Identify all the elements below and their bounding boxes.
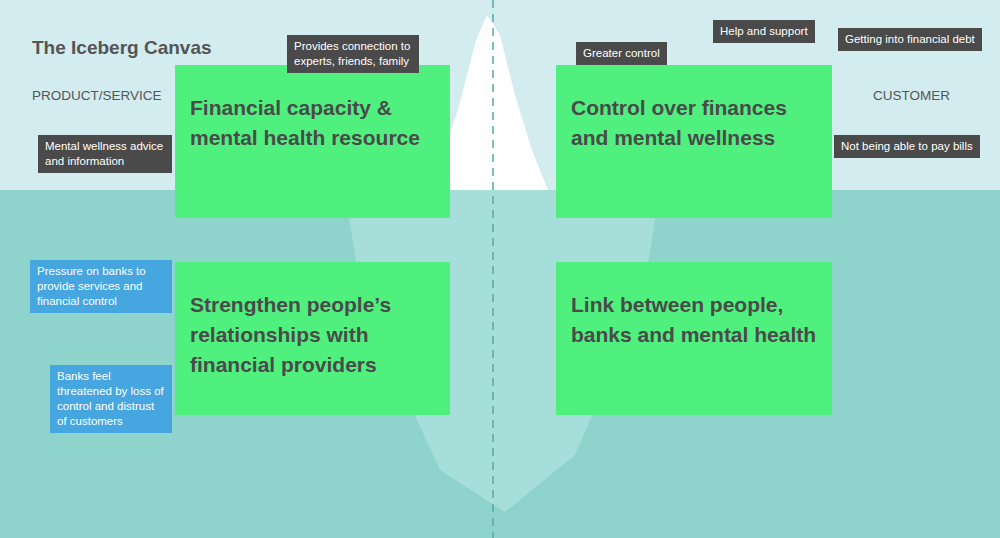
note-text: Greater control — [583, 46, 660, 61]
note-text: Banks feel threatened by loss of control… — [57, 369, 165, 429]
sky — [0, 0, 1000, 190]
note-text: Help and support — [720, 24, 808, 39]
note-text: Not being able to pay bills — [841, 139, 973, 154]
sticky-note: Pressure on banks to provide services an… — [30, 260, 172, 313]
sticky-note: Provides connection to experts, friends,… — [287, 35, 419, 73]
divider-line — [492, 0, 494, 538]
sticky-note: Getting into financial debt — [838, 28, 982, 51]
column-heading: PRODUCT/SERVICE — [32, 88, 162, 103]
column-heading: CUSTOMER — [873, 88, 950, 103]
insight-box: Control over finances and mental wellnes… — [556, 65, 832, 218]
note-text: Provides connection to experts, friends,… — [294, 39, 412, 69]
insight-box: Strengthen people’s relationships with f… — [175, 262, 450, 415]
insight-box: Link between people, banks and mental he… — [556, 262, 832, 415]
water — [0, 190, 1000, 538]
box-text: Strengthen people’s relationships with f… — [190, 290, 436, 380]
sticky-note: Help and support — [713, 20, 815, 43]
box-text: Control over finances and mental wellnes… — [571, 93, 818, 153]
note-text: Pressure on banks to provide services an… — [37, 264, 165, 309]
note-text: Getting into financial debt — [845, 32, 975, 47]
box-text: Financial capacity & mental health resou… — [190, 93, 436, 153]
sticky-note: Not being able to pay bills — [834, 135, 980, 158]
sticky-note: Greater control — [576, 42, 667, 65]
note-text: Mental wellness advice and information — [45, 139, 165, 169]
box-text: Link between people, banks and mental he… — [571, 290, 818, 350]
canvas-title: The Iceberg Canvas — [32, 37, 212, 59]
insight-box: Financial capacity & mental health resou… — [175, 65, 450, 218]
sticky-note: Banks feel threatened by loss of control… — [50, 365, 172, 433]
sticky-note: Mental wellness advice and information — [38, 135, 172, 173]
